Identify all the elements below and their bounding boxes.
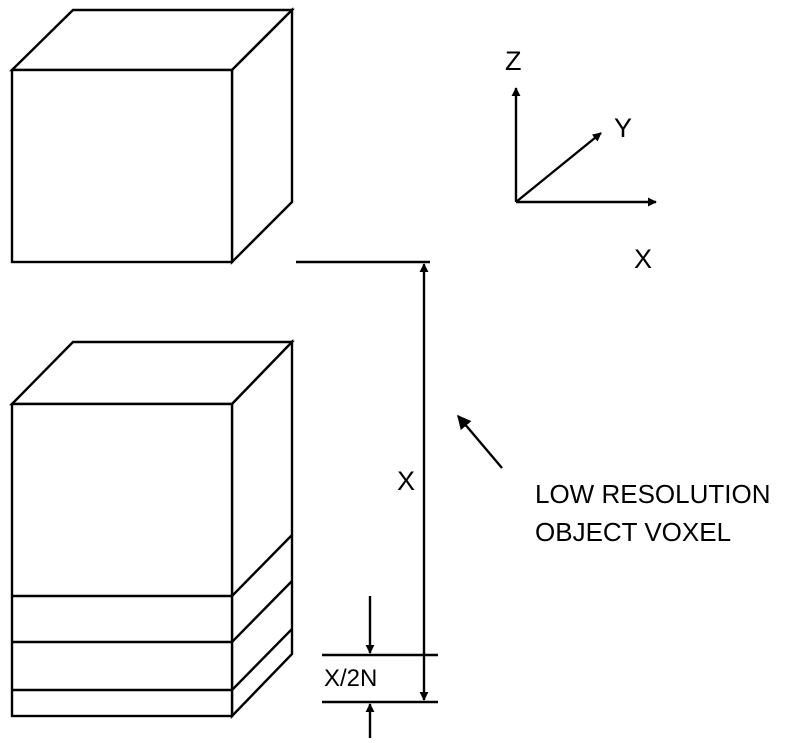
height-dimension-label: X: [397, 466, 415, 496]
top-cube: [9, 7, 295, 265]
slice-side-line-2: [231, 580, 293, 643]
voxel-callout: LOW RESOLUTION OBJECT VOXEL: [457, 414, 770, 547]
x-axis-label: X: [634, 244, 652, 274]
y-axis-arrow: [515, 132, 602, 203]
height-dimension: X: [296, 260, 438, 704]
callout-line-1: LOW RESOLUTION: [535, 479, 770, 509]
sliced-block: [9, 339, 295, 719]
coordinate-axes: Z Y X: [505, 46, 657, 274]
z-axis-label: Z: [505, 46, 522, 76]
y-axis-label: Y: [614, 113, 632, 143]
callout-line-2: OBJECT VOXEL: [535, 517, 731, 547]
slice-side-line-3: [231, 628, 293, 691]
slice-dimension-label: X/2N: [324, 665, 377, 692]
callout-arrow: [457, 414, 503, 469]
slice-side-line-1: [231, 534, 293, 597]
top-cube-front-face: [10, 68, 234, 264]
block-front-face: [10, 402, 234, 718]
slice-dimension: X/2N: [322, 596, 438, 743]
